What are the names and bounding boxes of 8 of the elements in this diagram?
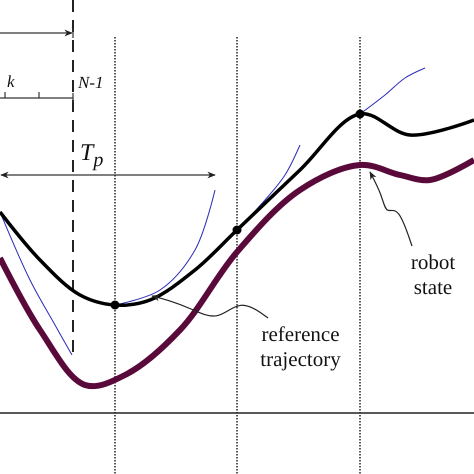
- index-label: N-1: [78, 73, 104, 93]
- leader-line: [369, 171, 413, 246]
- period-label: T$_{p}$: [80, 140, 104, 172]
- reference-curve: [0, 112, 474, 307]
- leader-line: [151, 294, 268, 318]
- curve-label: reference trajectory: [259, 322, 342, 372]
- curve-label: robot state: [410, 250, 456, 300]
- index-label: k: [7, 72, 15, 92]
